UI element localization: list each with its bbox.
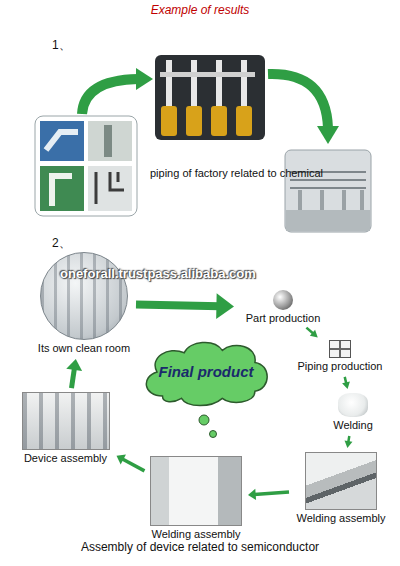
flow-arrow bbox=[306, 328, 317, 338]
watermark: oneforall.trustpass.alibaba.com bbox=[60, 266, 256, 281]
photo-node: Welding assembly bbox=[148, 456, 244, 541]
section-arrow bbox=[82, 68, 339, 144]
bubble bbox=[199, 415, 209, 425]
photo-node: Device assembly bbox=[18, 392, 113, 465]
step-node: Piping production bbox=[290, 340, 390, 373]
arrow-shaft bbox=[136, 305, 220, 307]
pipe bbox=[216, 60, 222, 108]
node-label: Piping production bbox=[297, 360, 382, 373]
section-number: 1、 bbox=[52, 38, 71, 52]
arrow-shaft bbox=[306, 328, 313, 334]
pipe bbox=[52, 176, 72, 206]
photo bbox=[88, 166, 132, 211]
arrow-shaft bbox=[254, 492, 289, 494]
caption: Assembly of device related to semiconduc… bbox=[0, 540, 400, 555]
photo-cluster bbox=[35, 116, 137, 216]
flow-arrow bbox=[66, 359, 82, 388]
arrow-head bbox=[248, 489, 256, 500]
pipe-photo bbox=[155, 55, 265, 140]
flow-arrow bbox=[342, 377, 350, 389]
photo bbox=[285, 150, 371, 232]
pipe bbox=[166, 60, 172, 108]
step-node: Welding bbox=[318, 393, 388, 432]
photo-caption: piping of factory related to chemical bbox=[150, 166, 323, 180]
flow-arrow bbox=[345, 436, 353, 448]
arrow-shaft bbox=[122, 459, 145, 471]
flow-arrow bbox=[117, 455, 145, 471]
floor bbox=[286, 210, 370, 231]
pipe bbox=[96, 172, 124, 204]
arrow-head bbox=[345, 441, 353, 449]
arrow-head bbox=[317, 126, 339, 144]
node-label: Welding assembly bbox=[151, 528, 240, 541]
cloud-node: Final product bbox=[138, 336, 274, 408]
photo bbox=[88, 121, 132, 161]
photo-frame bbox=[35, 116, 137, 216]
flow-arrow bbox=[136, 293, 234, 319]
filter bbox=[236, 106, 252, 136]
pipe bbox=[241, 60, 247, 108]
step-node: Part production bbox=[238, 290, 328, 325]
arrow-head bbox=[342, 381, 350, 389]
photo bbox=[40, 121, 84, 161]
filter bbox=[211, 106, 227, 136]
cloud-outline bbox=[146, 343, 267, 406]
flow-arrow bbox=[248, 489, 289, 500]
photo bbox=[40, 166, 84, 211]
photo bbox=[329, 340, 351, 358]
arrow-head bbox=[136, 68, 153, 90]
photo bbox=[338, 393, 368, 417]
bubble bbox=[210, 431, 217, 438]
title: Example of results bbox=[0, 3, 400, 18]
factory-photo bbox=[285, 150, 371, 232]
photo-node: Welding assembly bbox=[293, 452, 389, 525]
node-label: Final product bbox=[159, 363, 254, 381]
photo bbox=[155, 55, 265, 140]
arrow-shaft bbox=[268, 74, 328, 128]
filter bbox=[161, 106, 177, 136]
photo bbox=[22, 392, 110, 450]
pipe bbox=[104, 125, 112, 157]
filter bbox=[186, 106, 202, 136]
thought-bubbles bbox=[199, 415, 217, 438]
photo bbox=[273, 290, 293, 310]
section-number: 2、 bbox=[52, 236, 71, 250]
pipe bbox=[191, 60, 197, 108]
photo bbox=[150, 456, 242, 526]
node-label: Device assembly bbox=[24, 452, 107, 465]
node-label: Part production bbox=[246, 312, 321, 325]
arrow-head bbox=[310, 330, 318, 338]
photo bbox=[305, 452, 377, 510]
photo bbox=[40, 252, 128, 340]
arrow-head bbox=[117, 455, 126, 465]
arrow-shaft bbox=[71, 368, 74, 388]
arrow-head bbox=[66, 359, 82, 371]
cloud-text-area: Final product bbox=[138, 336, 274, 408]
node-label: Its own clean room bbox=[38, 342, 130, 355]
arrow-shaft bbox=[82, 79, 138, 114]
node-label: Welding bbox=[333, 419, 373, 432]
pipe bbox=[46, 132, 78, 150]
arrow-head bbox=[216, 293, 234, 319]
pipe bbox=[160, 72, 255, 77]
node-label: Welding assembly bbox=[296, 512, 385, 525]
